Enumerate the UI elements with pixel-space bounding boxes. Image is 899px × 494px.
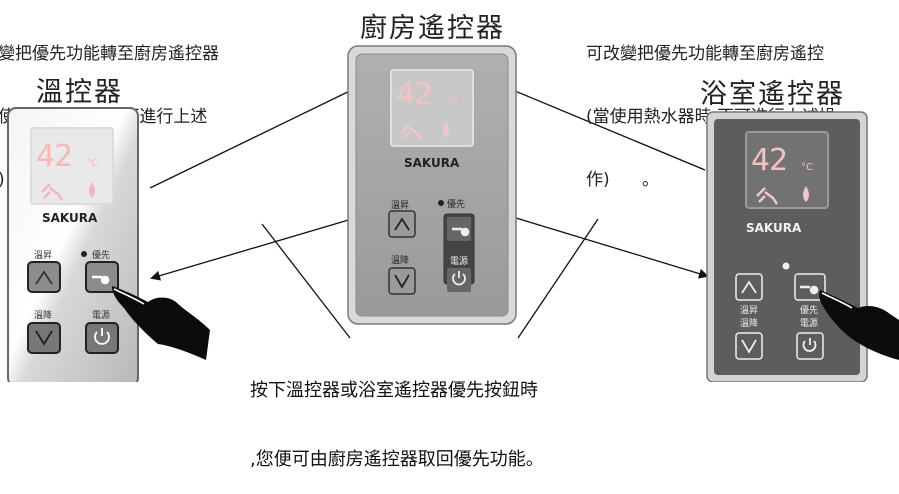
right-down-button[interactable] — [735, 332, 763, 360]
caption-line1: 按下溫控器或浴室遙控器優先按鈕時 — [250, 380, 538, 401]
left-down-button[interactable] — [27, 322, 61, 354]
center-label-priority: 優先 — [447, 198, 465, 210]
left-controller-title: 溫控器 — [36, 77, 123, 108]
left-power-button[interactable] — [85, 322, 119, 354]
left-thermostat: 42 °C SAKURA 溫昇 優先 溫降 電源 — [7, 107, 210, 382]
right-pressing-hand — [819, 290, 899, 360]
left-priority-led — [81, 251, 87, 257]
diagram-canvas: 42 °C SAKURA 溫昇 優先 溫降 電源 42 °C SAKURA 溫昇… — [7, 45, 899, 382]
right-temp-unit: °C — [801, 162, 813, 173]
left-down-arrow-icon — [35, 330, 53, 346]
left-shower-icon — [41, 183, 64, 201]
right-up-arrow-icon — [741, 280, 757, 294]
right-down-arrow-icon — [741, 339, 757, 354]
center-brand: SAKURA — [404, 156, 460, 170]
center-label-up: 溫昇 — [391, 200, 409, 211]
left-note-line1: 變把優先功能轉至廚房遙控器 — [0, 44, 219, 64]
left-up-button[interactable] — [27, 261, 61, 293]
arrow-center-to-right — [502, 213, 709, 279]
right-controller-title: 浴室遙控器 — [700, 79, 845, 110]
center-down-arrow-icon — [394, 274, 410, 289]
right-label-down: 溫降 — [740, 317, 758, 329]
left-label-power: 電源 — [92, 310, 110, 321]
center-lcd — [390, 69, 474, 147]
left-temp-display: 42 — [36, 139, 72, 174]
right-temp-display: 42 — [751, 143, 787, 178]
arrow-right-to-center — [501, 84, 706, 171]
left-key-icon — [92, 275, 110, 285]
left-label-priority: 優先 — [92, 249, 110, 261]
right-label-up: 溫昇 — [740, 305, 758, 316]
left-brand: SAKURA — [42, 211, 98, 225]
right-note-line3: 作) 。 — [586, 170, 660, 190]
right-key-icon — [800, 285, 819, 295]
caption-leader-lines — [261, 218, 599, 339]
center-temp-unit: °C — [446, 96, 458, 107]
center-power-icon — [452, 271, 466, 286]
kitchen-remote: 42 °C SAKURA 溫昇 優先 溫降 電源 — [347, 45, 517, 325]
right-label-power: 電源 — [800, 318, 818, 329]
right-up-button[interactable] — [735, 273, 763, 301]
center-priority-led — [438, 200, 444, 206]
left-pressing-hand — [112, 286, 210, 360]
center-label-down: 溫降 — [391, 254, 409, 266]
center-down-button[interactable] — [388, 267, 416, 295]
center-controller-title: 廚房遙控器 — [360, 13, 505, 44]
center-power-button[interactable] — [447, 268, 471, 292]
center-temp-display: 42 — [396, 77, 432, 112]
center-flame-icon — [443, 122, 449, 138]
left-label-up: 溫昇 — [34, 250, 52, 261]
left-label-down: 溫降 — [34, 309, 52, 321]
center-up-arrow-icon — [394, 217, 410, 231]
right-priority-led — [782, 262, 790, 270]
arrow-left-to-center — [149, 84, 362, 189]
left-up-arrow-icon — [35, 270, 53, 285]
right-label-priority: 優先 — [800, 304, 818, 316]
right-shower-icon — [756, 187, 779, 205]
arrow-center-to-left — [150, 215, 363, 281]
right-power-icon — [802, 338, 817, 352]
left-power-icon — [94, 328, 110, 345]
caption: 按下溫控器或浴室遙控器優先按鈕時 ,您便可由廚房遙控器取回優先功能。 — [250, 333, 544, 494]
caption-line2: ,您便可由廚房遙控器取回優先功能。 — [250, 449, 544, 470]
center-shower-icon — [401, 123, 424, 141]
center-up-button[interactable] — [388, 210, 416, 238]
center-key-icon — [452, 227, 470, 237]
right-brand: SAKURA — [746, 221, 802, 235]
right-power-button[interactable] — [796, 332, 824, 360]
right-flame-icon — [803, 186, 809, 202]
bathroom-remote: 42 °C SAKURA 溫昇 優先 溫降 電源 — [706, 111, 899, 382]
right-note-line1: 可改變把優先功能轉至廚房遙控 — [586, 44, 824, 64]
left-flame-icon — [89, 182, 95, 198]
left-temp-unit: °C — [86, 158, 98, 169]
center-label-power: 電源 — [450, 256, 468, 267]
left-note-line3: ) — [0, 170, 219, 191]
